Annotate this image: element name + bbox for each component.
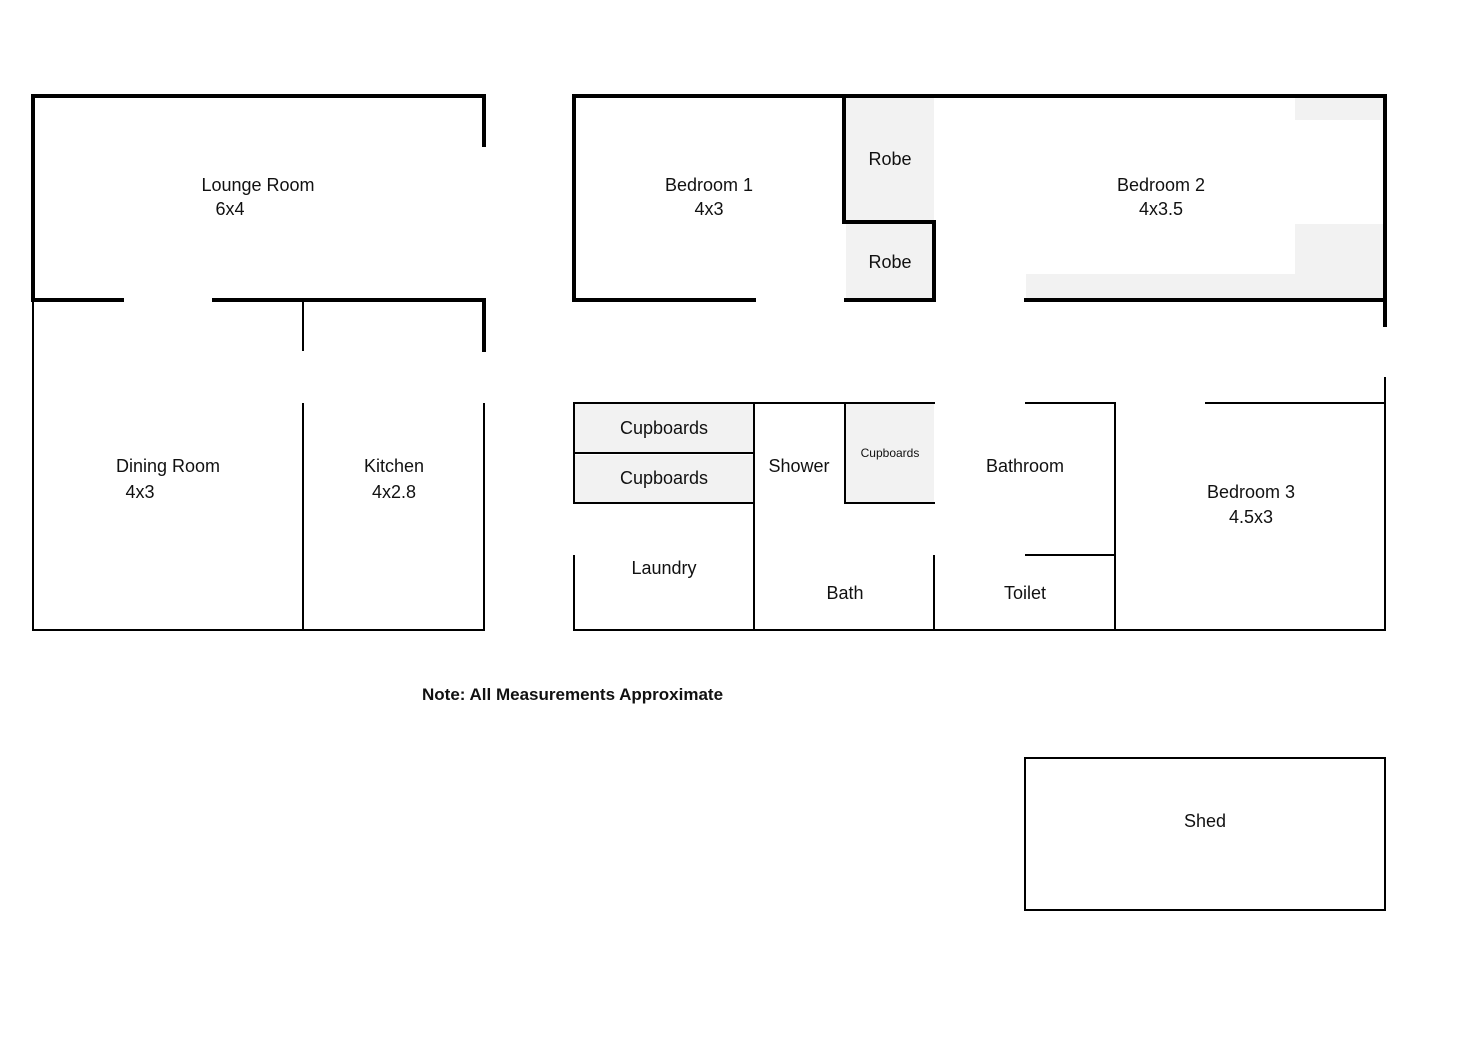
- laundry-label: Laundry: [631, 558, 696, 578]
- bedroom3-size: 4.5x3: [1229, 507, 1273, 527]
- cupboards-small-label: Cupboards: [861, 446, 920, 460]
- dining-room-name: Dining Room: [116, 456, 220, 476]
- left-wing-walls: [31, 94, 486, 631]
- cupboards-upper-label: Cupboards: [620, 418, 708, 438]
- robe-upper-fill: [846, 98, 934, 222]
- cupboards-small-fill: [846, 404, 934, 503]
- dining-room-size: 4x3: [125, 482, 154, 502]
- lounge-outer-wall: [31, 94, 486, 302]
- cupboards-lower-label: Cupboards: [620, 468, 708, 488]
- lounge-room-name: Lounge Room: [201, 175, 314, 195]
- cupboards-small-outline: [844, 402, 935, 504]
- room-labels: Lounge Room 6x4 Dining Room 4x3 Kitchen …: [116, 149, 1295, 831]
- robe-divider-wall: [842, 220, 936, 302]
- robe-lower-fill: [846, 224, 934, 300]
- kitchen-name: Kitchen: [364, 456, 424, 476]
- bedroom1-size: 4x3: [694, 199, 723, 219]
- shower-label: Shower: [768, 456, 829, 476]
- shed-label: Shed: [1184, 811, 1226, 831]
- lounge-dining-wall: [212, 298, 486, 352]
- bedroom-wing-walls: [572, 94, 1387, 405]
- bedroom3-name: Bedroom 3: [1207, 482, 1295, 502]
- service-wing-walls: [573, 402, 1386, 631]
- bedroom2-size: 4x3.5: [1139, 199, 1183, 219]
- shaded-areas: [574, 98, 1383, 503]
- measurements-note: Note: All Measurements Approximate: [422, 685, 723, 704]
- bath-label: Bath: [826, 583, 863, 603]
- bedroom1-outer-wall: [572, 94, 1387, 327]
- bedroom2-built-in-bottom: [1026, 274, 1296, 300]
- cupboards-lower-fill: [574, 455, 754, 503]
- kitchen-size: 4x2.8: [372, 482, 416, 502]
- bathroom-label: Bathroom: [986, 456, 1064, 476]
- bedroom1-name: Bedroom 1: [665, 175, 753, 195]
- toilet-label: Toilet: [1004, 583, 1046, 603]
- bedroom2-built-in-side: [1295, 224, 1383, 300]
- robe-upper-label: Robe: [868, 149, 911, 169]
- lounge-room-size: 6x4: [215, 199, 244, 219]
- shed-outline: [1024, 757, 1386, 911]
- cupboards-upper-fill: [574, 404, 754, 453]
- robe-lower-label: Robe: [868, 252, 911, 272]
- bedroom2-built-in-top: [1295, 98, 1383, 120]
- bedroom2-name: Bedroom 2: [1117, 175, 1205, 195]
